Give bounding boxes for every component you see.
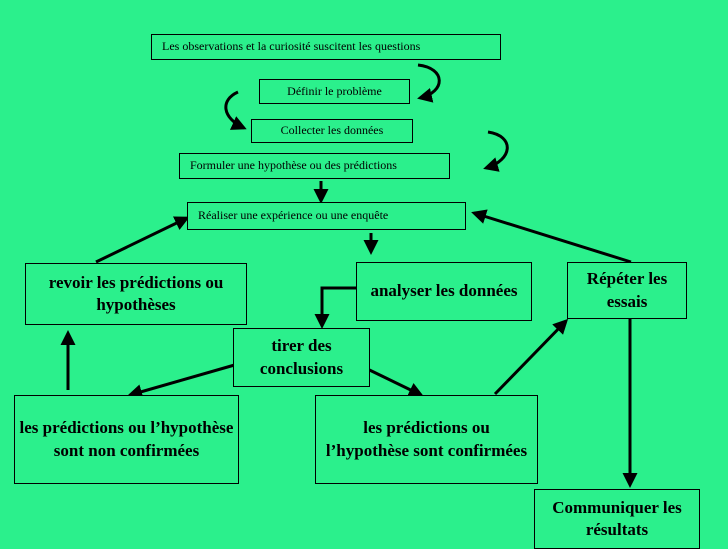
arrow-tirer-nonconfirmees [127, 360, 246, 399]
step-repeter: Répéter les essais [567, 262, 687, 319]
curved-arrow-1 [417, 63, 441, 103]
step-non-confirmees: les prédictions ou l’hypothèse sont non … [14, 395, 239, 484]
step-definir: Définir le problème [259, 79, 410, 104]
arrow-repeter-realiser [471, 209, 632, 264]
step-revoir: revoir les prédictions ou hypothèses [25, 263, 247, 325]
curved-arrow-2 [224, 90, 247, 130]
step-realiser: Réaliser une expérience ou une enquête [187, 202, 466, 230]
step-formuler: Formuler une hypothèse ou des prédiction… [179, 153, 450, 179]
arrow-analyser-tirer [314, 286, 356, 329]
step-confirmees: les prédictions ou l’hypothèse sont conf… [315, 395, 538, 484]
step-collecter: Collecter les données [251, 119, 413, 143]
step-communiquer: Communiquer les résultats [534, 489, 700, 549]
arrow-revoir-realiser [95, 216, 190, 264]
step-tirer: tirer des conclusions [233, 328, 370, 387]
arrow-confirmees-repeter [493, 318, 569, 396]
step-observations: Les observations et la curiosité suscite… [151, 34, 501, 60]
step-analyser: analyser les données [356, 262, 532, 321]
curved-arrow-3 [483, 130, 509, 172]
